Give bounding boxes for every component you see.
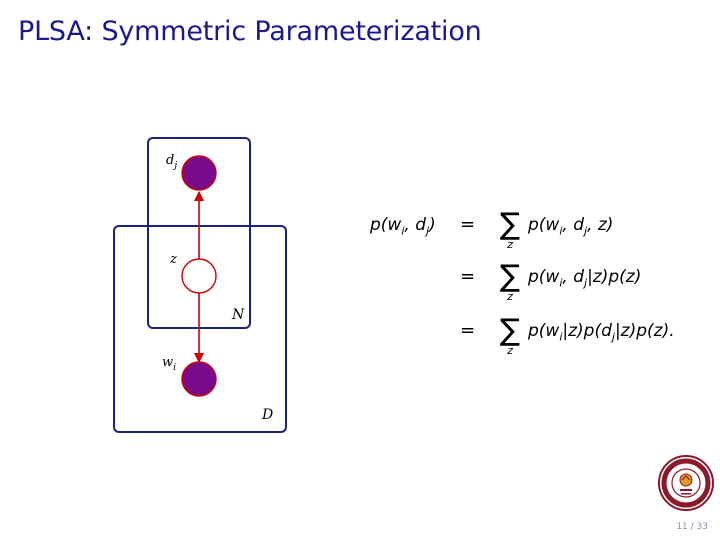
- label-d: dj: [166, 153, 177, 171]
- plate-label-D: D: [261, 407, 273, 423]
- label-w: wi: [162, 355, 176, 373]
- plate-label-N: N: [231, 307, 245, 323]
- equals-sign-2: =: [460, 266, 476, 287]
- university-seal-icon: [658, 455, 714, 511]
- label-z: z: [169, 252, 177, 267]
- sum-1: ∑z: [499, 207, 521, 252]
- sum-3: ∑z: [499, 313, 521, 358]
- equation-row-1: p(wi, dj, z): [528, 215, 614, 238]
- node-d-observed: [181, 155, 217, 191]
- node-z-latent: [181, 258, 217, 294]
- slide-title: PLSA: Symmetric Parameterization: [18, 16, 482, 47]
- page-number: 11 / 33: [676, 522, 708, 532]
- equals-sign-1: =: [460, 214, 476, 235]
- node-w-observed: [181, 361, 217, 397]
- sum-2: ∑z: [499, 259, 521, 304]
- equation-row-2: p(wi, dj|z)p(z): [528, 267, 642, 290]
- plate-outer: [113, 225, 287, 433]
- equation-lhs: p(wi, dj): [370, 215, 436, 238]
- equation-row-3: p(wi|z)p(dj|z)p(z).: [528, 321, 675, 344]
- equals-sign-3: =: [460, 320, 476, 341]
